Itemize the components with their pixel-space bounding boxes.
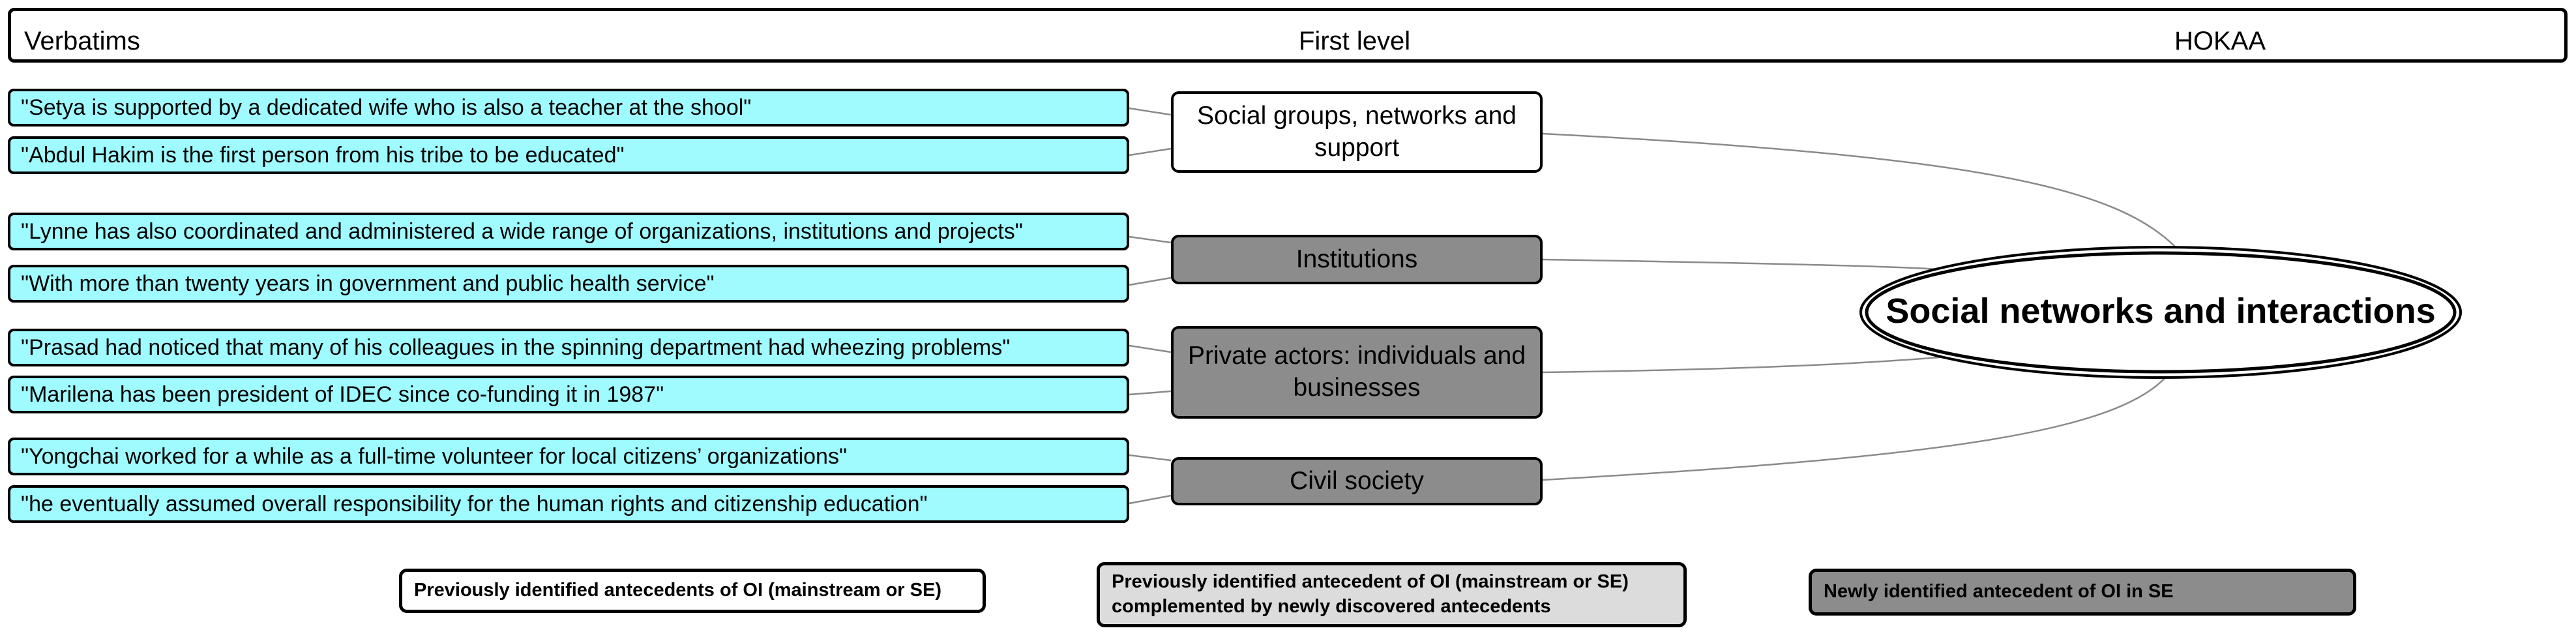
header-hokaa: HOKAA (2174, 27, 2266, 55)
verbatim-box-7: "Yongchai worked for a while as a full-t… (8, 438, 1129, 475)
connector-verbatim-5 (1129, 344, 1172, 353)
verbatim-box-8: "he eventually assumed overall responsib… (8, 485, 1129, 523)
connector-social-groups (1542, 132, 2178, 250)
connector-private-actors (1542, 354, 1963, 374)
connector-verbatim-1 (1129, 107, 1172, 116)
first-level-civil-society: Civil society (1171, 457, 1543, 505)
header-first-level: First level (1299, 27, 1411, 55)
legend-label: Newly identified antecedent of OI in SE (1824, 581, 2174, 603)
verbatim-box-4: "With more than twenty years in governme… (8, 265, 1129, 303)
connector-verbatim-6 (1129, 390, 1172, 396)
legend-complemented: Previously identified antecedent of OI (… (1097, 562, 1687, 627)
verbatim-box-1: "Setya is supported by a dedicated wife … (8, 89, 1129, 127)
connector-verbatim-8 (1129, 494, 1172, 505)
header-bar: Verbatims First level HOKAA (8, 8, 2568, 63)
legend-label: Previously identified antecedent of OI (… (1112, 571, 1629, 617)
first-level-label: Private actors: individuals and business… (1187, 342, 1526, 402)
first-level-label: Civil society (1290, 466, 1424, 495)
first-level-label: Institutions (1295, 245, 1418, 273)
verbatim-box-5: "Prasad had noticed that many of his col… (8, 329, 1129, 366)
first-level-institutions: Institutions (1171, 235, 1543, 284)
verbatim-box-6: "Marilena has been president of IDEC sin… (8, 376, 1129, 413)
legend-label: Previously identified antecedents of OI … (414, 580, 941, 601)
first-level-private-actors: Private actors: individuals and business… (1171, 326, 1543, 419)
connector-verbatim-2 (1129, 147, 1172, 157)
first-level-label: Social groups, networks and support (1197, 101, 1517, 162)
header-verbatims: Verbatims (24, 27, 140, 55)
first-level-social-groups: Social groups, networks and support (1171, 91, 1543, 173)
connector-verbatim-4 (1129, 276, 1172, 286)
legend-newly-identified: Newly identified antecedent of OI in SE (1809, 569, 2356, 616)
connector-civil-society (1542, 374, 2169, 481)
verbatim-box-3: "Lynne has also coordinated and administ… (8, 213, 1129, 250)
connector-verbatim-7 (1129, 454, 1172, 462)
legend-previously-identified: Previously identified antecedents of OI … (399, 569, 986, 613)
connector-verbatim-3 (1129, 235, 1172, 244)
connector-institutions (1542, 258, 1957, 272)
verbatim-box-2: "Abdul Hakim is the first person from hi… (8, 136, 1129, 174)
